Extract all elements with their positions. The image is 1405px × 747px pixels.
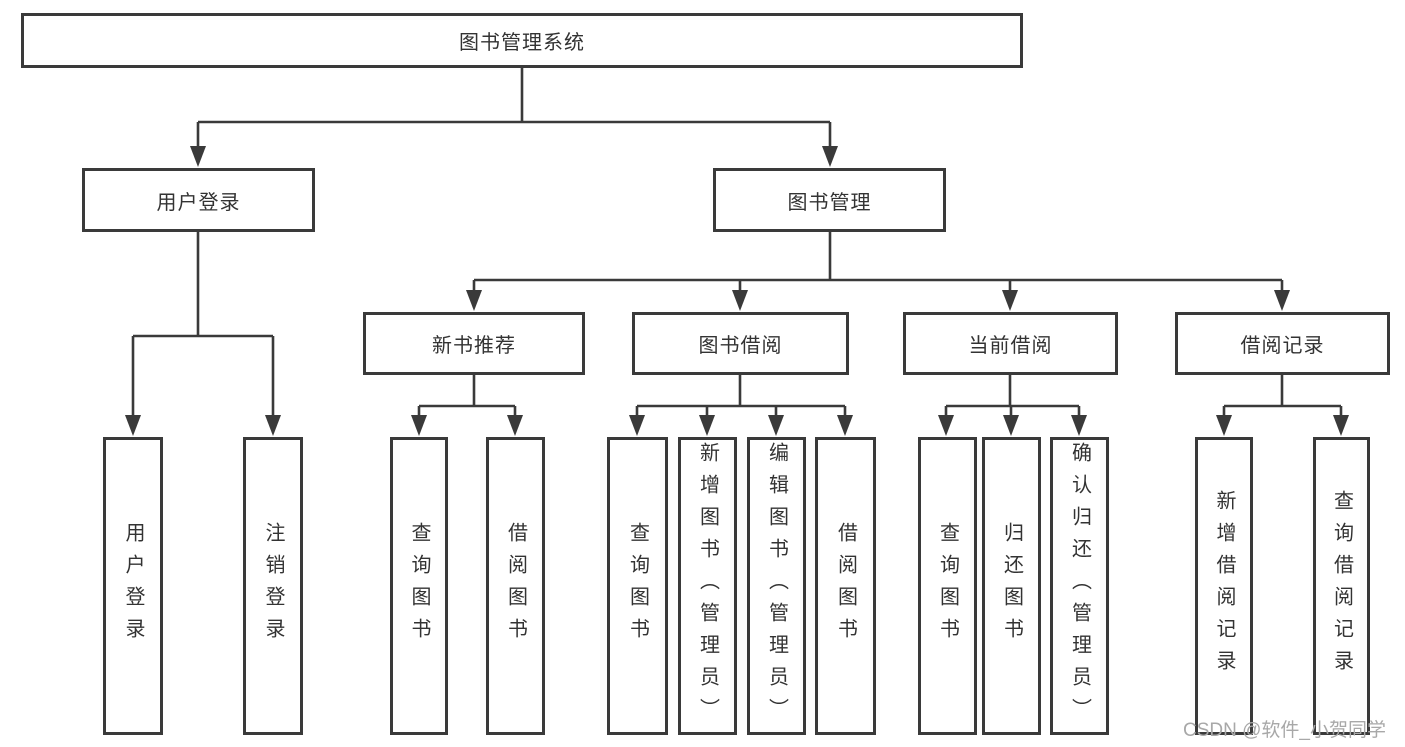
leaf-return-book: 归还图书	[982, 437, 1041, 735]
leaf-borrow-books: 借阅图书	[815, 437, 876, 735]
node-user-login-branch: 用户登录	[82, 168, 315, 232]
node-book-management-branch: 图书管理	[713, 168, 946, 232]
leaf-query-borrow-record: 查询借阅记录	[1313, 437, 1370, 735]
leaf-query-books-current: 查询图书	[918, 437, 977, 735]
leaf-add-borrow-record: 新增借阅记录	[1195, 437, 1253, 735]
leaf-edit-book-admin: 编辑图书（管理员）	[747, 437, 806, 735]
leaf-user-login: 用户登录	[103, 437, 163, 735]
watermark: CSDN @软件_小贺同学	[1183, 720, 1386, 741]
leaf-confirm-return-admin: 确认归还（管理员）	[1050, 437, 1109, 735]
node-borrow-records: 借阅记录	[1175, 312, 1390, 375]
node-new-book-recommend: 新书推荐	[363, 312, 585, 375]
leaf-logout: 注销登录	[243, 437, 303, 735]
leaf-query-books-borrow: 查询图书	[607, 437, 668, 735]
leaf-borrow-books-newrec: 借阅图书	[486, 437, 545, 735]
leaf-add-book-admin: 新增图书（管理员）	[678, 437, 737, 735]
node-current-borrowing: 当前借阅	[903, 312, 1118, 375]
leaf-query-books-newrec: 查询图书	[390, 437, 448, 735]
node-book-borrowing: 图书借阅	[632, 312, 849, 375]
node-root-system: 图书管理系统	[21, 13, 1023, 68]
